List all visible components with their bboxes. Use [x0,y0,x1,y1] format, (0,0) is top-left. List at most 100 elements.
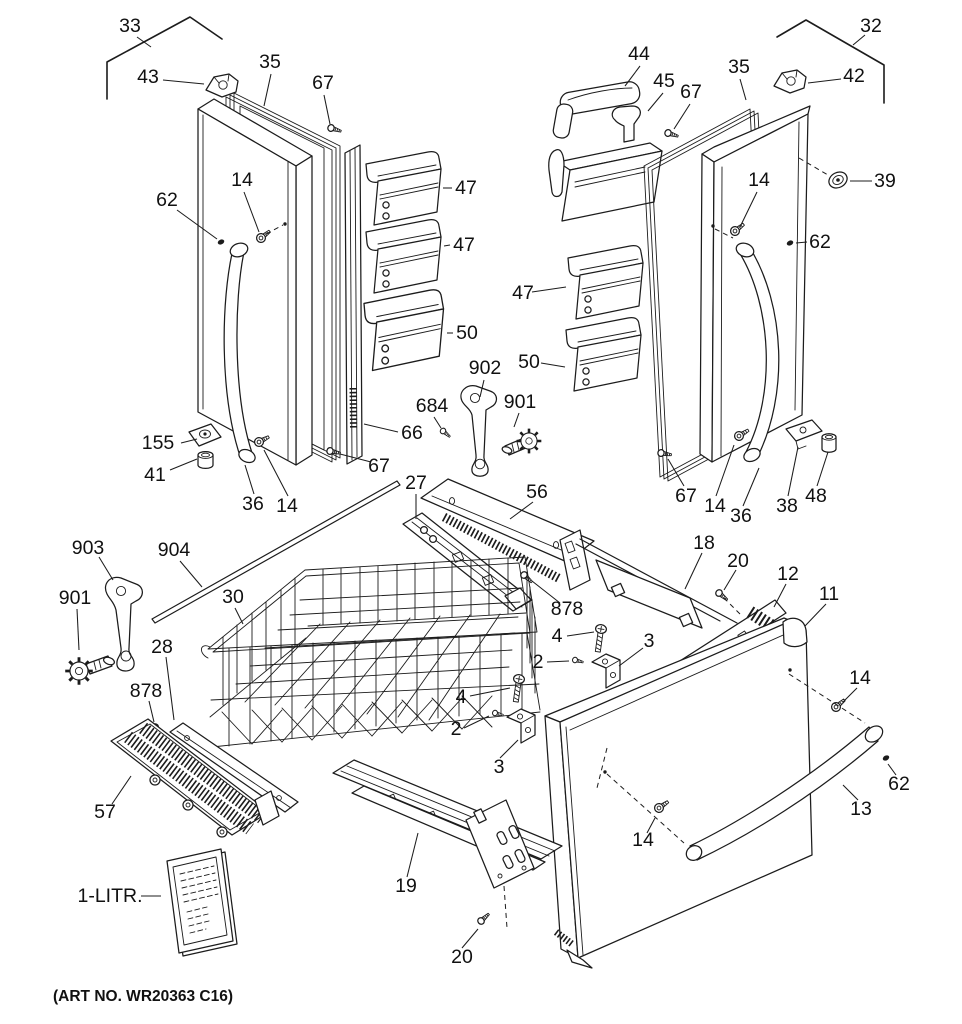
callout-56: 56 [526,481,548,503]
leader-line-4 [469,687,511,697]
leader-line-62 [795,241,808,244]
top-hinge-43 [205,73,239,98]
leader-line-45 [647,92,664,112]
callout-14: 14 [231,169,253,191]
right-door-assembly [548,69,848,482]
leader-line-684 [433,416,442,429]
ref-dot [283,222,287,226]
hinge-plate-155 [188,423,222,447]
auger-coupler-901-left [63,655,116,687]
callout-155: 155 [142,432,175,454]
leader-line-902 [479,379,485,398]
callout-19: 19 [395,875,417,897]
bracket-arm-903 [104,576,143,672]
dashed-leader [503,885,508,929]
callout-45: 45 [653,70,675,92]
callout-35: 35 [259,51,281,73]
ref-dot [603,770,607,774]
screw-67-right-top [663,128,680,141]
callout-3: 3 [644,630,655,652]
dashed-leader [265,224,284,235]
grommet-39 [828,171,848,189]
leader-line-18 [684,552,703,590]
leader-line-14 [263,449,289,497]
dashed-leader [714,228,734,239]
callout-20: 20 [451,946,473,968]
callout-67: 67 [312,72,334,94]
ref-dot [788,668,792,672]
callout-3: 3 [494,756,505,778]
callout-901: 901 [504,391,537,413]
callout-36: 36 [242,493,264,515]
callout-901: 901 [59,587,92,609]
callout-4: 4 [552,625,563,647]
callout-42: 42 [843,65,865,87]
left-door-handle-36 [223,242,256,464]
screw-67-left-top [326,123,343,136]
freezer-drawer-assembly [544,599,890,969]
callout-38: 38 [776,495,798,517]
bushing-48 [821,433,837,453]
right-door-bin-47 [567,244,644,320]
crisper-module-57 [110,718,280,838]
wire-basket-30 [201,556,541,748]
leader-line-20 [723,569,737,591]
leader-line-66 [363,423,399,433]
callout-13: 13 [850,798,872,820]
callout-47: 47 [453,234,475,256]
leader-line-13 [842,784,859,801]
callout-14: 14 [276,495,298,517]
screw-20-bottom [475,910,492,927]
leader-line-67 [667,458,685,487]
dashed-leader [788,673,866,724]
left-door-panel [197,98,313,466]
right-door-bin-50 [565,316,642,392]
callout-18: 18 [693,532,715,554]
leader-line-20 [461,928,479,949]
callout-878: 878 [551,598,584,620]
leader-line-43 [162,79,205,85]
screw-2-upper [571,656,585,666]
callout-20: 20 [727,550,749,572]
drawer-handle-13 [685,725,884,861]
leader-line-3 [618,647,644,667]
plug-62-right [786,240,794,246]
leader-line-62 [887,763,897,776]
dashed-leader [798,157,829,176]
leader-line-14 [243,191,260,233]
leader-line-12 [773,583,787,608]
callout-43: 43 [137,66,159,88]
leader-line-155 [180,438,198,444]
leader-line-14 [842,687,858,703]
leader-line-14 [715,444,735,497]
callout-48: 48 [805,485,827,507]
right-door-handle-36 [735,242,780,463]
section-bracket-33 [106,16,223,100]
leader-line-3 [499,739,519,759]
bolt-4-upper [591,623,608,654]
callout-62: 62 [888,773,910,795]
leader-line-2 [546,660,570,663]
leader-line-41 [169,458,198,471]
leader-line-47 [531,286,567,293]
screw-20-top [713,587,730,603]
trim-rod-904 [151,480,401,624]
callout-62: 62 [156,189,178,211]
bolt-4-lower [509,673,526,704]
auger-coupler-901-right [501,427,543,456]
leader-line-67 [323,94,331,125]
leader-line-67 [339,453,372,463]
callout-27: 27 [405,472,427,494]
callout-50: 50 [456,322,478,344]
leader-line-36 [742,467,760,507]
leader-line-11 [804,603,827,627]
section-bracket-32 [776,19,885,104]
leader-line-901 [76,608,80,651]
plug-62-left [217,239,225,245]
callout-66: 66 [401,422,423,444]
leader-line-42 [807,78,842,84]
left-door-assembly [188,73,445,469]
callout-903: 903 [72,537,105,559]
drawer-door-11 [544,617,813,969]
